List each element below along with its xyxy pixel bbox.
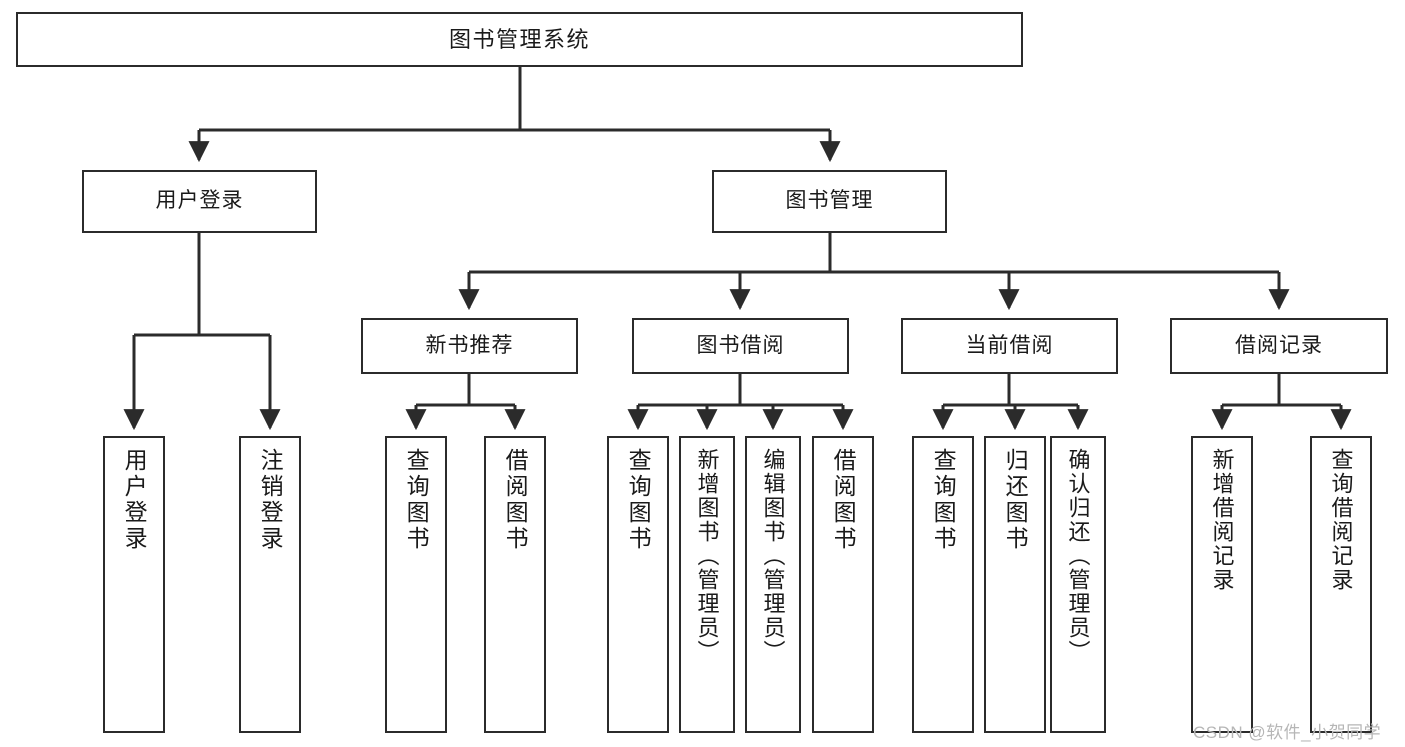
leaf-return-book-label: 归还图书 xyxy=(1002,448,1029,552)
node-book-manage-label: 图书管理 xyxy=(785,189,874,213)
node-root[interactable]: 图书管理系统 xyxy=(16,12,1023,67)
leaf-add-record[interactable]: 新增借阅记录 xyxy=(1191,436,1253,733)
leaf-add-record-label: 新增借阅记录 xyxy=(1209,448,1235,592)
leaf-borrow-book-2-label: 借阅图书 xyxy=(830,448,857,552)
leaf-query-record-label: 查询借阅记录 xyxy=(1328,448,1354,592)
node-book-borrow[interactable]: 图书借阅 xyxy=(632,318,849,374)
leaf-logout-label: 注销登录 xyxy=(257,448,284,552)
leaf-logout[interactable]: 注销登录 xyxy=(239,436,301,733)
leaf-user-login-label: 用户登录 xyxy=(121,448,148,552)
leaf-confirm-return[interactable]: 确认归还（管理员） xyxy=(1050,436,1106,733)
node-user-login-label: 用户登录 xyxy=(155,189,244,213)
node-user-login[interactable]: 用户登录 xyxy=(82,170,317,233)
node-borrow-record-label: 借阅记录 xyxy=(1235,333,1323,357)
leaf-edit-book-label: 编辑图书（管理员） xyxy=(760,448,786,664)
leaf-query-book-3-label: 查询图书 xyxy=(930,448,957,552)
leaf-edit-book[interactable]: 编辑图书（管理员） xyxy=(745,436,801,733)
leaf-borrow-book-1-label: 借阅图书 xyxy=(502,448,529,552)
leaf-query-book-1[interactable]: 查询图书 xyxy=(385,436,447,733)
node-current-borrow[interactable]: 当前借阅 xyxy=(901,318,1118,374)
leaf-query-book-2-label: 查询图书 xyxy=(625,448,652,552)
node-new-book-recommend[interactable]: 新书推荐 xyxy=(361,318,578,374)
watermark-text: CSDN @软件_小贺同学 xyxy=(1193,723,1382,742)
leaf-user-login[interactable]: 用户登录 xyxy=(103,436,165,733)
leaf-add-book[interactable]: 新增图书（管理员） xyxy=(679,436,735,733)
leaf-query-book-1-label: 查询图书 xyxy=(403,448,430,552)
leaf-query-record[interactable]: 查询借阅记录 xyxy=(1310,436,1372,733)
node-root-label: 图书管理系统 xyxy=(448,26,590,52)
leaf-return-book[interactable]: 归还图书 xyxy=(984,436,1046,733)
leaf-query-book-2[interactable]: 查询图书 xyxy=(607,436,669,733)
node-book-borrow-label: 图书借阅 xyxy=(696,333,785,357)
node-book-manage[interactable]: 图书管理 xyxy=(712,170,947,233)
node-new-book-recommend-label: 新书推荐 xyxy=(425,333,514,357)
leaf-add-book-label: 新增图书（管理员） xyxy=(694,448,720,664)
leaf-borrow-book-1[interactable]: 借阅图书 xyxy=(484,436,546,733)
leaf-query-book-3[interactable]: 查询图书 xyxy=(912,436,974,733)
leaf-confirm-return-label: 确认归还（管理员） xyxy=(1065,448,1091,664)
node-current-borrow-label: 当前借阅 xyxy=(965,333,1054,357)
leaf-borrow-book-2[interactable]: 借阅图书 xyxy=(812,436,874,733)
node-borrow-record[interactable]: 借阅记录 xyxy=(1170,318,1388,374)
